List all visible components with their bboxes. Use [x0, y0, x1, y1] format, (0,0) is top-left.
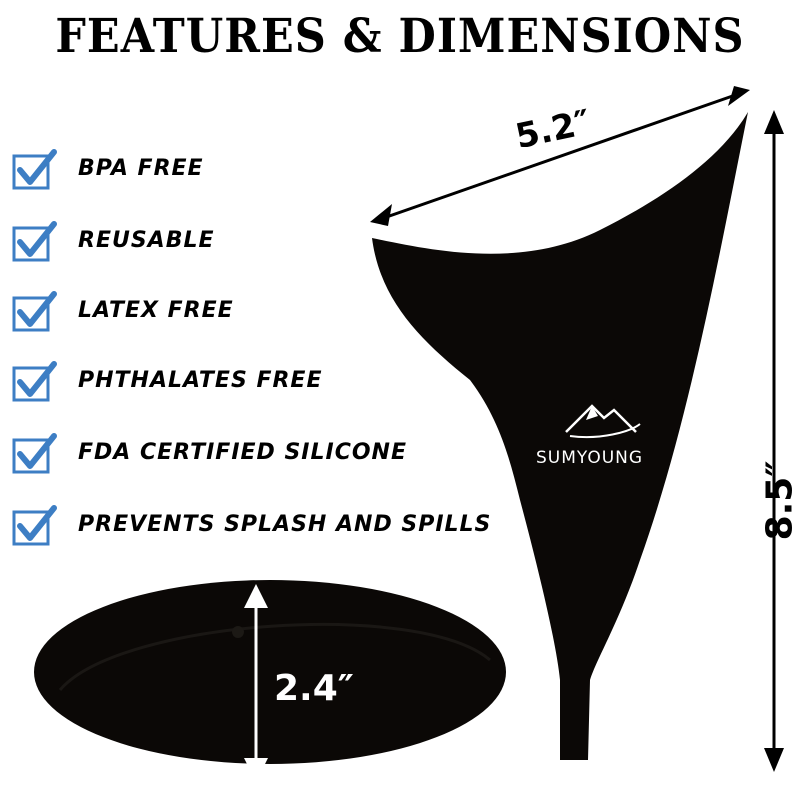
feature-label: LATEX FREE — [78, 297, 234, 323]
brand-name: SUMYOUNG — [536, 448, 644, 468]
page-title: FEATURES & DIMENSIONS — [55, 9, 745, 64]
mountain-logo-icon — [565, 404, 641, 439]
height-dimension-label: 8.5″ — [759, 460, 800, 541]
feature-label: BPA FREE — [78, 155, 204, 181]
checked-box-icon — [12, 502, 57, 546]
width-arrow — [370, 86, 750, 226]
checked-box-icon — [12, 146, 57, 190]
depth-arrow — [244, 584, 268, 782]
height-arrow — [764, 110, 784, 772]
checked-box-icon — [12, 358, 57, 402]
feature-label: PHTHALATES FREE — [78, 367, 323, 393]
checked-box-icon — [12, 218, 57, 262]
feature-item: FDA CERTIFIED SILICONE — [12, 428, 407, 476]
checked-box-icon — [12, 288, 57, 332]
funnel-shape — [372, 112, 748, 760]
feature-item: PREVENTS SPLASH AND SPILLS — [12, 500, 491, 548]
checked-box-icon — [12, 430, 57, 474]
feature-item: BPA FREE — [12, 144, 204, 192]
feature-item: PHTHALATES FREE — [12, 356, 323, 404]
depth-dimension-label: 2.4″ — [274, 668, 354, 709]
feature-item: REUSABLE — [12, 216, 215, 264]
feature-label: FDA CERTIFIED SILICONE — [78, 439, 407, 465]
feature-item: LATEX FREE — [12, 286, 234, 334]
bottom-view-shape — [34, 580, 506, 764]
feature-label: REUSABLE — [78, 227, 215, 253]
feature-label: PREVENTS SPLASH AND SPILLS — [78, 511, 492, 537]
